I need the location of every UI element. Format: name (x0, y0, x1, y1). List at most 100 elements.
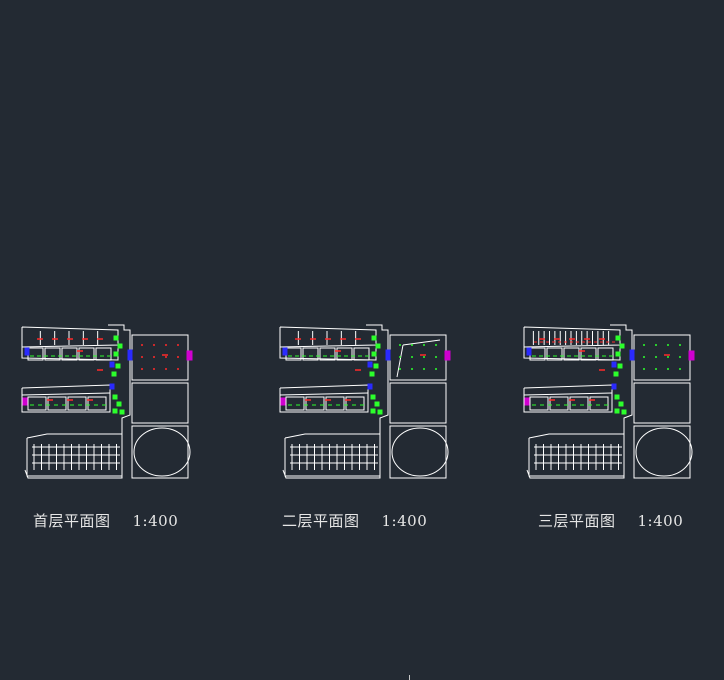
cursor-crosshair (409, 675, 410, 680)
fixture-dot (643, 356, 645, 358)
fixture-dot (165, 344, 167, 346)
stair-mark (629, 349, 635, 361)
fixture-dot (435, 356, 437, 358)
fixture-dot (177, 356, 179, 358)
fixture-dot (643, 368, 645, 370)
panel-mark (444, 350, 451, 361)
stair-mark (385, 349, 391, 361)
square-room (389, 382, 447, 424)
fixture-mark (377, 409, 383, 415)
hall-outline (26, 433, 123, 477)
fixture-dot (177, 368, 179, 370)
fixture-mark (614, 394, 620, 400)
round-room-enclosure (389, 425, 447, 479)
classroom-outline (336, 347, 353, 361)
plan-title-3: 三层平面图 (538, 512, 616, 530)
fixture-dot (399, 356, 401, 358)
floor-plan-2 (279, 324, 451, 479)
core-outline (282, 324, 389, 479)
classroom-outline (87, 396, 107, 411)
fixture-dot (399, 344, 401, 346)
fixture-mark (375, 343, 381, 349)
fixture-dot (435, 344, 437, 346)
classroom-outline (345, 396, 365, 411)
fixture-dot (667, 356, 669, 358)
fixture-mark (119, 409, 125, 415)
fixture-mark (113, 335, 119, 341)
classroom-outline (597, 347, 614, 361)
fixture-dot (153, 344, 155, 346)
corridor-line (523, 392, 613, 396)
fixture-mark (618, 401, 624, 407)
panel-mark (688, 350, 695, 361)
fixture-mark (619, 343, 625, 349)
panel-mark (280, 397, 286, 406)
fixture-dot (679, 344, 681, 346)
classroom-outline (546, 347, 563, 361)
fixture-mark (116, 401, 122, 407)
core-outline (24, 324, 131, 479)
round-room-ellipse (635, 427, 693, 477)
panel-mark (22, 397, 28, 406)
stair-mark (367, 361, 373, 368)
hall-room (633, 334, 691, 381)
fixture-mark (613, 371, 619, 377)
core-outline (526, 324, 633, 479)
fixture-mark (369, 371, 375, 377)
classroom-outline (353, 347, 370, 361)
plan-caption-1: 首层平面图 1:400 (33, 510, 178, 532)
hall-room (389, 334, 447, 381)
corridor-line (21, 392, 111, 396)
classroom-outline (302, 347, 319, 361)
plan-scale-1: 1:400 (132, 512, 179, 530)
fixture-dot (679, 356, 681, 358)
classroom-outline (580, 347, 597, 361)
fixture-dot (141, 344, 143, 346)
plan-title-2: 二层平面图 (282, 512, 360, 530)
lower-wing-outline (21, 384, 111, 413)
classroom-outline (569, 396, 589, 411)
fixture-dot (423, 344, 425, 346)
classroom-outline (95, 347, 112, 361)
plan-title-1: 首层平面图 (33, 512, 111, 530)
fixture-mark (371, 335, 377, 341)
fixture-mark (615, 335, 621, 341)
classroom-outline (529, 396, 549, 411)
classroom-outline (61, 347, 78, 361)
stair-mark (611, 383, 617, 390)
classroom-outline (67, 396, 87, 411)
diagonal-wall (402, 339, 441, 346)
classroom-outline (589, 396, 609, 411)
fixture-dot (153, 356, 155, 358)
classroom-outline (285, 396, 305, 411)
fixture-dot (423, 368, 425, 370)
lower-wing-outline (523, 384, 613, 413)
lower-wing-outline (279, 384, 369, 413)
stair-mark (24, 347, 30, 356)
fixture-dot (411, 344, 413, 346)
fixture-mark (112, 408, 118, 414)
fixture-dot (655, 368, 657, 370)
panel-mark (186, 350, 193, 361)
fixture-mark (373, 363, 379, 369)
upper-wing-corridor (279, 345, 377, 361)
stair-mark (109, 361, 115, 368)
upper-wing-corridor (523, 345, 621, 361)
classroom-outline (78, 347, 95, 361)
hall-outline (528, 433, 625, 477)
fixture-dot (679, 368, 681, 370)
fixture-dot (177, 344, 179, 346)
fixture-dot (141, 368, 143, 370)
fixture-mark (374, 401, 380, 407)
fixture-dot (643, 344, 645, 346)
fixture-dot (165, 368, 167, 370)
floor-plan-1 (21, 324, 193, 479)
upper-wing-top (279, 326, 377, 348)
fixture-dot (667, 368, 669, 370)
fixture-mark (615, 351, 621, 357)
stair-mark (526, 347, 532, 356)
fixture-mark (371, 351, 377, 357)
classroom-outline (47, 396, 67, 411)
